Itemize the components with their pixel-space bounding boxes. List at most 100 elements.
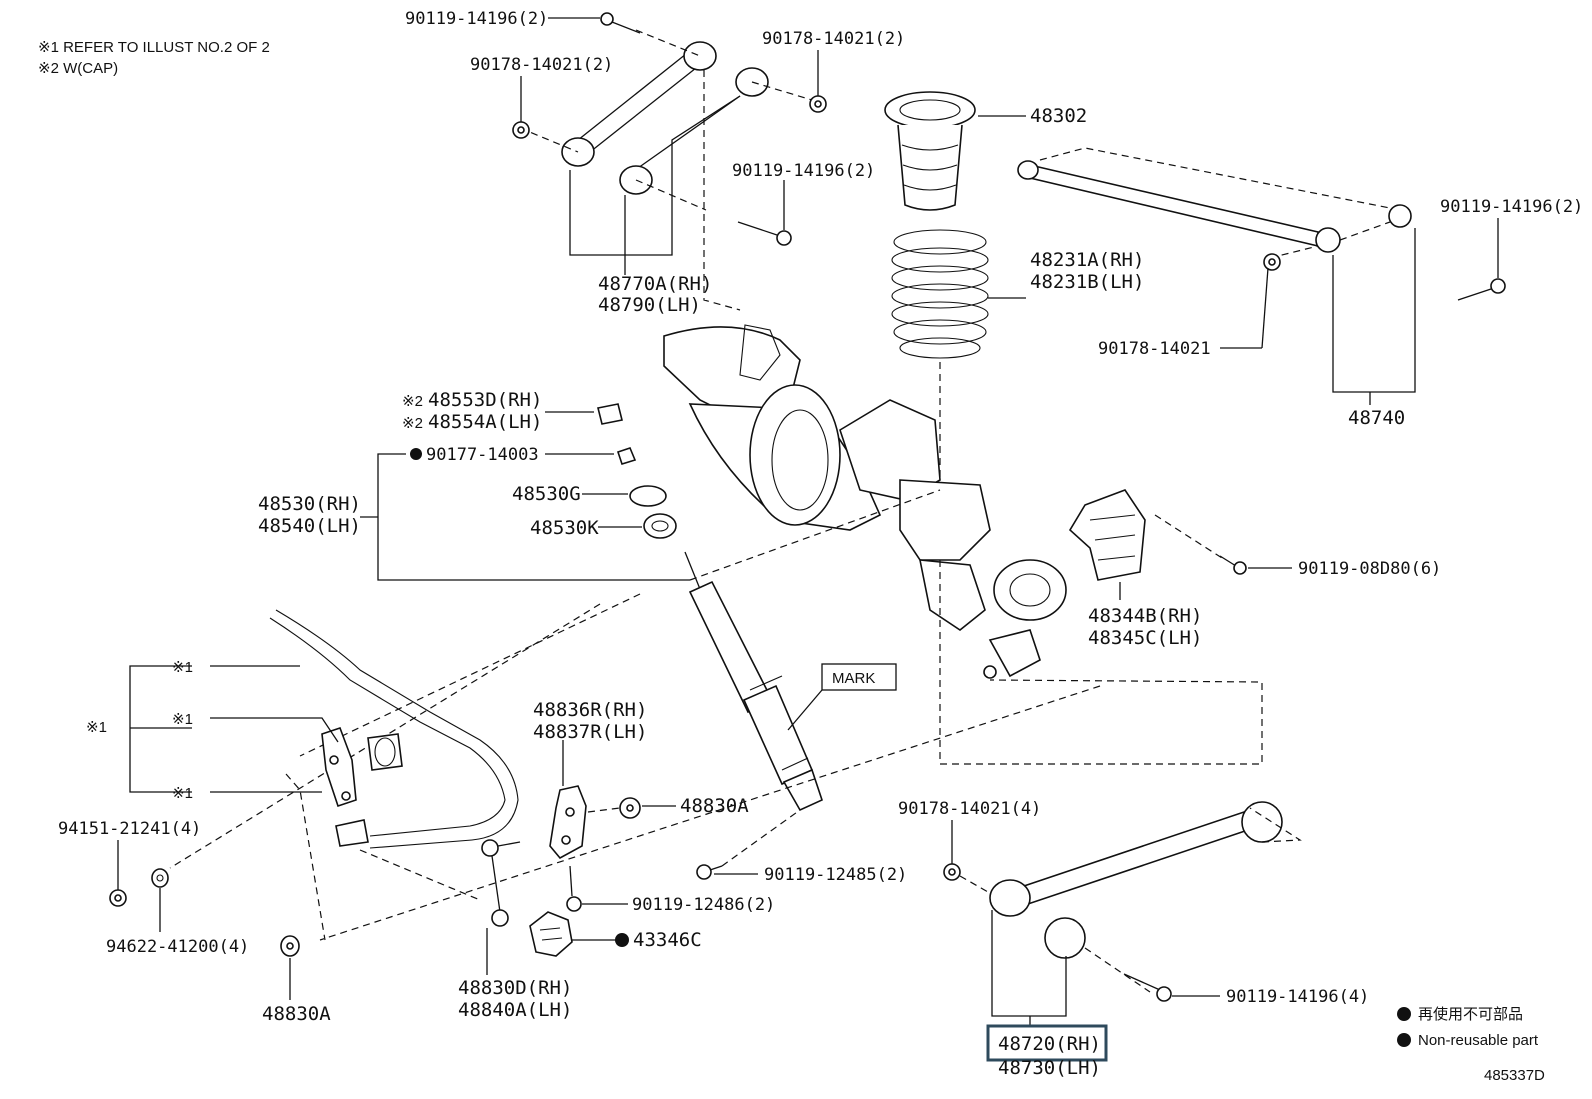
nut-90178-14021-top-right[interactable]: [809, 95, 827, 113]
mark-callout: MARK: [787, 663, 897, 731]
bushing-stabilizer[interactable]: [367, 733, 403, 771]
bracket-stabilizer[interactable]: [321, 726, 357, 808]
sensor-43346C[interactable]: [529, 911, 573, 957]
lower-control-arm-48720[interactable]: [989, 801, 1283, 959]
label-48530: 48530(RH): [258, 493, 361, 515]
label-48530G: 48530G: [512, 483, 581, 505]
label-94151-21241: 94151-21241(4): [58, 819, 201, 839]
label-48302: 48302: [1030, 105, 1087, 127]
cap-48553D[interactable]: [597, 403, 623, 425]
bracket-48344B[interactable]: [1068, 489, 1146, 581]
dash-48740: [1039, 147, 1391, 259]
dash-48344B: [1154, 514, 1223, 559]
label-90177-14003: 90177-14003: [426, 445, 539, 465]
bolt-90119-14196-right[interactable]: [1457, 278, 1506, 301]
dash-lower-arm: [319, 560, 1263, 941]
label-90178-14021-top-right: 90178-14021(2): [762, 29, 905, 49]
bolt-90119-12485[interactable]: [696, 864, 723, 880]
ref1-line-b: [210, 717, 339, 743]
dash-48830A-mid: [587, 807, 621, 813]
bolt-90119-12486[interactable]: [566, 865, 582, 912]
nut-90178-14021-right[interactable]: [1263, 253, 1281, 271]
bolt-90119-08D80[interactable]: [1219, 555, 1247, 575]
highlight-48720[interactable]: [986, 1024, 1108, 1062]
rear-axle-housing: [663, 324, 1067, 679]
label-90119-12486: 90119-12486(2): [632, 895, 775, 915]
label-48837R: 48837R(LH): [533, 721, 647, 743]
label-48740: 48740: [1348, 407, 1405, 429]
label-90178-14021-top-left: 90178-14021(2): [470, 55, 613, 75]
mark-2-a: ※2: [402, 393, 423, 410]
label-48540: 48540(LH): [258, 515, 361, 537]
bracket-ref1: [129, 665, 192, 793]
label-48790: 48790(LH): [598, 294, 701, 316]
bushing-48830A-mid[interactable]: [619, 797, 641, 819]
dash-stabilizer: [285, 773, 481, 941]
non-reusable-dot-90177: [410, 448, 422, 460]
bolt-90119-14196-mid[interactable]: [737, 221, 792, 246]
label-90178-14021-bottom: 90178-14021(4): [898, 799, 1041, 819]
legend: 再使用不可部品 Non-reusable part: [1397, 1006, 1539, 1049]
coil-spring-48231A[interactable]: [891, 229, 989, 359]
leader-90178-right-2: [1261, 267, 1269, 349]
bracket-48720: [991, 910, 1067, 1017]
label-48530K: 48530K: [530, 517, 599, 539]
nut-90178-14021-top-left[interactable]: [512, 121, 530, 139]
ref1-b: ※1: [172, 711, 193, 728]
stabilizer-bar[interactable]: [269, 609, 519, 849]
cushion-48530K[interactable]: [643, 513, 677, 539]
label-48830D: 48830D(RH): [458, 977, 572, 999]
label-90119-14196-bottom: 90119-14196(4): [1226, 987, 1369, 1007]
label-90119-14196-top: 90119-14196(2): [405, 9, 548, 29]
legend-dot-en: [1397, 1033, 1411, 1047]
label-48830A-bottom: 48830A: [262, 1003, 331, 1025]
note-w-cap: ※2 W(CAP): [38, 60, 118, 77]
cushion-48530G[interactable]: [629, 485, 667, 507]
legend-jp: 再使用不可部品: [1418, 1006, 1523, 1023]
mark-2-b: ※2: [402, 415, 423, 432]
label-48231B: 48231B(LH): [1030, 271, 1144, 293]
label-90119-12485: 90119-12485(2): [764, 865, 907, 885]
stabilizer-end[interactable]: [335, 819, 369, 847]
label-48720[interactable]: 48720(RH): [998, 1033, 1101, 1055]
label-90119-14196-right: 90119-14196(2): [1440, 197, 1583, 217]
label-48554A: 48554A(LH): [428, 411, 542, 433]
washer-94622-41200[interactable]: [151, 868, 169, 888]
label-48344B: 48344B(RH): [1088, 605, 1202, 627]
label-90178-14021-right: 90178-14021: [1098, 339, 1211, 359]
nut-90177-14003[interactable]: [616, 447, 637, 465]
bump-stopper-48302[interactable]: [884, 91, 976, 211]
non-reusable-dot-43346C: [615, 933, 629, 947]
label-48840A: 48840A(LH): [458, 999, 572, 1021]
legend-en: Non-reusable part: [1418, 1032, 1539, 1049]
label-48836R: 48836R(RH): [533, 699, 647, 721]
label-48830A-mid: 48830A: [680, 795, 749, 817]
label-48730: 48730(LH): [998, 1057, 1101, 1079]
ref1-a: ※1: [172, 659, 193, 676]
bracket-48770A: [569, 95, 741, 256]
mark-label: MARK: [832, 670, 875, 687]
nut-90178-14021-bottom[interactable]: [943, 863, 961, 881]
nut-94151-21241[interactable]: [109, 889, 127, 907]
bracket-48740: [1332, 228, 1416, 393]
label-90119-08D80: 90119-08D80(6): [1298, 559, 1441, 579]
lateral-rod-48740[interactable]: [1017, 160, 1412, 253]
bolt-90119-14196-top[interactable]: [600, 12, 641, 34]
stabilizer-link-48830D[interactable]: [481, 839, 521, 927]
label-90119-14196-mid: 90119-14196(2): [732, 161, 875, 181]
bushing-48830A-bottom[interactable]: [280, 935, 300, 957]
label-48231A: 48231A(RH): [1030, 249, 1144, 271]
ref1-main: ※1: [86, 719, 107, 736]
dash-90119-12485: [721, 809, 801, 867]
bracket-48836R[interactable]: [549, 785, 587, 860]
ref1-c: ※1: [172, 785, 193, 802]
legend-dot-jp: [1397, 1007, 1411, 1021]
bolt-90119-14196-bottom[interactable]: [1123, 973, 1172, 1002]
label-48345C: 48345C(LH): [1088, 627, 1202, 649]
shock-absorber-48530[interactable]: [684, 551, 823, 812]
upper-control-arm-48770A[interactable]: [561, 41, 769, 195]
label-48770A: 48770A(RH): [598, 273, 712, 295]
dash-48720: [959, 807, 1302, 993]
drawing-number: 485337D: [1484, 1067, 1545, 1084]
